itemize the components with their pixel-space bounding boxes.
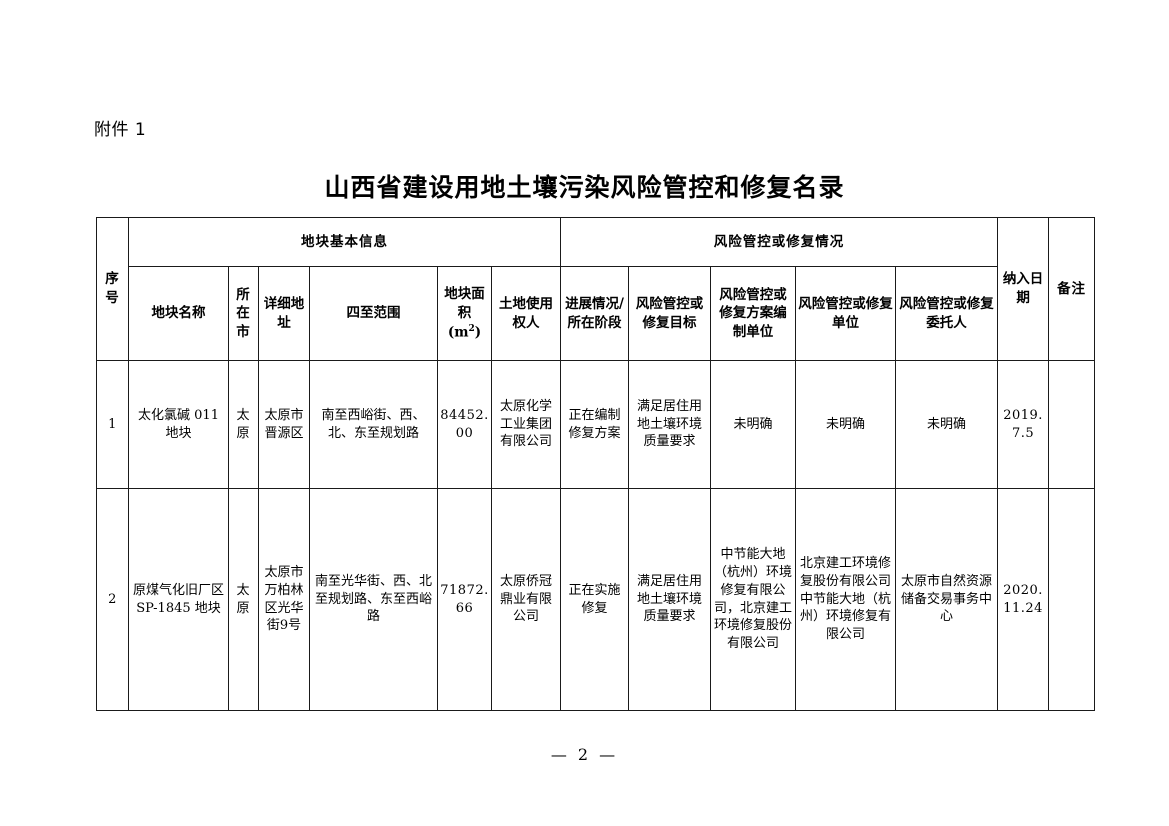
page-title: 山西省建设用地土壤污染风险管控和修复名录	[324, 173, 845, 202]
table-row: 2 原煤气化旧厂区 SP-1845 地块 太原 太原市万柏林区光华街9号 南至光…	[96, 488, 1096, 711]
header-remarks: 备注	[1048, 217, 1096, 361]
page-number-footer: — 2 —	[550, 745, 619, 764]
cell-parcel-name: 原煤气化旧厂区 SP-1845 地块	[128, 488, 229, 711]
cell-remarks	[1048, 360, 1096, 489]
header-inclusion-date: 纳入日期	[997, 217, 1050, 361]
cell-control-unit: 北京建工环境修复股份有限公司中节能大地（杭州）环境修复有限公司	[795, 488, 897, 711]
cell-progress-stage: 正在实施修复	[560, 488, 630, 711]
cell-land-use-right-holder: 太原化学工业集团有限公司	[490, 360, 562, 489]
cell-detailed-address: 太原市晋源区	[258, 360, 310, 489]
unit-superscript: 2	[468, 323, 475, 334]
cell-progress-stage: 正在编制修复方案	[560, 360, 630, 489]
cell-parcel-area: 71872.66	[437, 488, 492, 711]
header-detailed-address: 详细地址	[258, 266, 310, 361]
header-land-use-right-holder: 土地使用权人	[490, 266, 562, 361]
header-boundary-scope: 四至范围	[309, 266, 438, 361]
attachment-label: 附件 1	[94, 120, 147, 140]
cell-control-client: 太原市自然资源储备交易事务中心	[895, 488, 999, 711]
cell-detailed-address: 太原市万柏林区光华街9号	[258, 488, 310, 711]
header-parcel-area-unit: (m2)	[440, 323, 489, 342]
cell-city: 太原	[228, 488, 259, 711]
header-group-risk-control-status: 风险管控或修复情况	[560, 217, 999, 267]
unit-open: (m	[447, 324, 469, 341]
header-parcel-area-text: 地块面积	[444, 286, 485, 321]
cell-control-unit: 未明确	[795, 360, 897, 489]
header-control-target: 风险管控或修复目标	[628, 266, 712, 361]
cell-boundary-scope: 南至光华街、西、北至规划路、东至西峪路	[309, 488, 438, 711]
cell-city: 太原	[228, 360, 259, 489]
cell-seq: 2	[96, 488, 129, 711]
table-column-header-row: 地块名称 所在市 详细地址 四至范围 地块面积 (m2) 土地使用权人 进展情况…	[97, 266, 1095, 361]
cell-inclusion-date: 2020.11.24	[997, 488, 1050, 711]
cell-plan-preparation-unit: 中节能大地（杭州）环境修复有限公司，北京建工环境修复股份有限公司	[710, 488, 797, 711]
header-control-client: 风险管控或修复委托人	[895, 266, 999, 361]
header-seq: 序号	[96, 217, 129, 361]
cell-remarks	[1048, 488, 1096, 711]
cell-control-client: 未明确	[895, 360, 999, 489]
listing-table: 序号 地块基本信息 风险管控或修复情况 纳入日期 备注 地块名称 所在市 详细地…	[96, 217, 1096, 711]
cell-land-use-right-holder: 太原侨冠鼎业有限公司	[490, 488, 562, 711]
unit-close: )	[474, 324, 482, 341]
cell-inclusion-date: 2019.7.5	[997, 360, 1050, 489]
cell-boundary-scope: 南至西峪街、西、北、东至规划路	[309, 360, 438, 489]
header-control-unit: 风险管控或修复单位	[795, 266, 897, 361]
table-group-header-row: 序号 地块基本信息 风险管控或修复情况 纳入日期 备注	[96, 217, 1096, 361]
cell-plan-preparation-unit: 未明确	[710, 360, 797, 489]
cell-seq: 1	[96, 360, 129, 489]
header-progress-stage: 进展情况/所在阶段	[560, 266, 630, 361]
cell-parcel-area: 84452.00	[437, 360, 492, 489]
cell-control-target: 满足居住用地土壤环境质量要求	[628, 360, 712, 489]
header-city: 所在市	[228, 266, 259, 361]
header-plan-preparation-unit: 风险管控或修复方案编制单位	[710, 266, 797, 361]
header-group-parcel-basic-info: 地块基本信息	[127, 217, 562, 267]
listing-table-wrapper: 序号 地块基本信息 风险管控或修复情况 纳入日期 备注 地块名称 所在市 详细地…	[96, 217, 1096, 711]
header-parcel-name: 地块名称	[128, 266, 229, 361]
header-parcel-area: 地块面积 (m2)	[437, 266, 492, 361]
cell-parcel-name: 太化氯碱 011 地块	[128, 360, 229, 489]
table-row: 1 太化氯碱 011 地块 太原 太原市晋源区 南至西峪街、西、北、东至规划路 …	[96, 360, 1096, 489]
cell-control-target: 满足居住用地土壤环境质量要求	[628, 488, 712, 711]
